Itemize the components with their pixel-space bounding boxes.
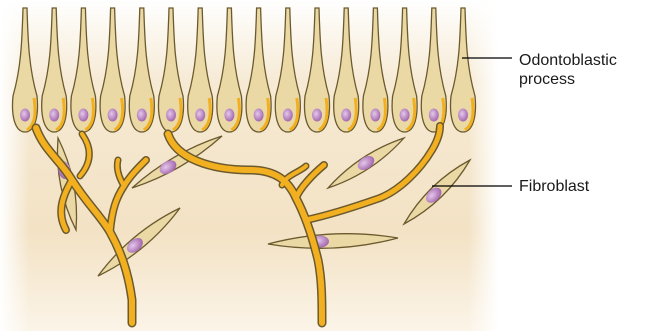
odontoblast-nucleus [49,109,59,122]
odontoblast-nucleus [400,109,410,122]
odontoblast-nucleus [254,109,264,122]
odontoblast-nucleus [429,109,439,122]
odontoblast-nucleus [283,109,293,122]
odontoblast-nucleus [195,109,205,122]
odontoblastic-label-line2: process [519,70,617,89]
odontoblast-nucleus [312,109,322,122]
odontoblast-nucleus [166,109,176,122]
odontoblastic-process-label: Odontoblastic process [519,51,617,89]
odontoblast-nucleus [341,109,351,122]
odontoblast-nucleus [224,109,234,122]
odontoblast-nucleus [137,109,147,122]
odontoblastic-label-line1: Odontoblastic [519,51,617,70]
odontoblast-nucleus [20,109,30,122]
odontoblast-nucleus [108,109,118,122]
odontoblast-nucleus [458,109,468,122]
odontoblast-nucleus [78,109,88,122]
fibroblast-label: Fibroblast [519,177,589,196]
odontoblast-nucleus [370,109,380,122]
